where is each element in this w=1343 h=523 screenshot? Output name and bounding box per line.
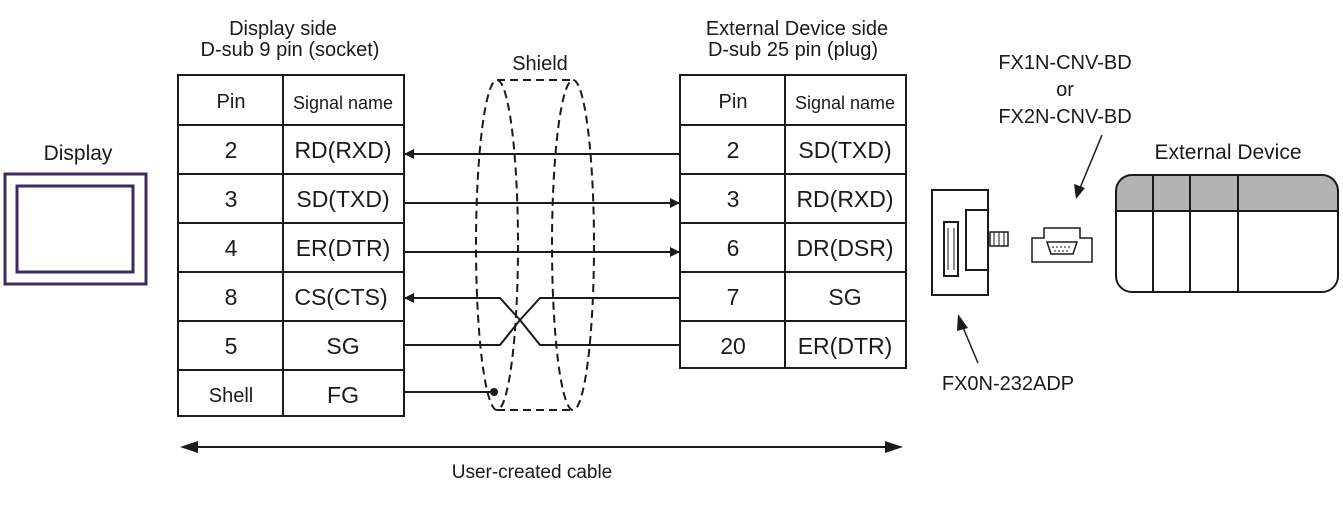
external-side-title: External Device side (706, 18, 888, 40)
external-pin-cell: 3 (727, 186, 740, 212)
external-side-connector: D-sub 25 pin (plug) (708, 39, 878, 61)
display-side-table (177, 74, 405, 417)
display-side-connector: D-sub 9 pin (socket) (201, 39, 380, 61)
display-header-pin: Pin (217, 91, 246, 113)
external-header-pin: Pin (719, 91, 748, 113)
external-pin-cell: 6 (727, 235, 740, 261)
external-header-signal: Signal name (795, 93, 895, 113)
external-signal-cell: ER(DTR) (798, 333, 893, 359)
cable-label: User-created cable (452, 462, 613, 483)
external-device-label: External Device (1154, 141, 1301, 164)
display-icon (3, 172, 148, 286)
display-pin-cell: 2 (225, 137, 238, 163)
external-side-table (679, 74, 907, 369)
display-pin-cell: Shell (209, 385, 253, 407)
display-header-signal: Signal name (293, 93, 393, 113)
display-signal-cell: CS(CTS) (294, 284, 387, 310)
display-signal-cell: ER(DTR) (296, 235, 391, 261)
adapter-icon (931, 189, 1009, 296)
adapter-pointer (957, 314, 979, 364)
display-pin-cell: 3 (225, 186, 238, 212)
external-device-icon (1115, 174, 1339, 293)
display-signal-cell: RD(RXD) (294, 137, 391, 163)
display-signal-cell: FG (327, 382, 359, 408)
display-pin-cell: 8 (225, 284, 238, 310)
wire-er-cts (404, 293, 680, 346)
display-pin-cell: 4 (225, 235, 238, 261)
display-label: Display (44, 142, 113, 165)
external-signal-cell: SG (828, 284, 861, 310)
external-pin-cell: 7 (727, 284, 740, 310)
cable-length-arrow (180, 441, 903, 453)
external-signal-cell: RD(RXD) (796, 186, 893, 212)
board-label-line1: FX1N-CNV-BD (998, 52, 1131, 74)
board-label-line3: FX2N-CNV-BD (998, 106, 1131, 128)
board-icon (1031, 227, 1093, 263)
wires (404, 149, 680, 393)
shield-label: Shield (512, 53, 568, 75)
display-pin-cell: 5 (225, 333, 238, 359)
shield-junction (490, 388, 498, 396)
board-label-line2: or (1056, 79, 1074, 101)
wire-sg-sg (404, 297, 680, 346)
display-side-title: Display side (229, 18, 337, 40)
adapter-label: FX0N-232ADP (942, 373, 1074, 395)
display-signal-cell: SD(TXD) (296, 186, 389, 212)
shield-outline (475, 79, 595, 411)
external-signal-cell: SD(TXD) (798, 137, 891, 163)
external-pin-cell: 20 (720, 333, 746, 359)
board-pointer (1074, 134, 1103, 199)
external-signal-cell: DR(DSR) (796, 235, 893, 261)
external-pin-cell: 2 (727, 137, 740, 163)
display-signal-cell: SG (326, 333, 359, 359)
